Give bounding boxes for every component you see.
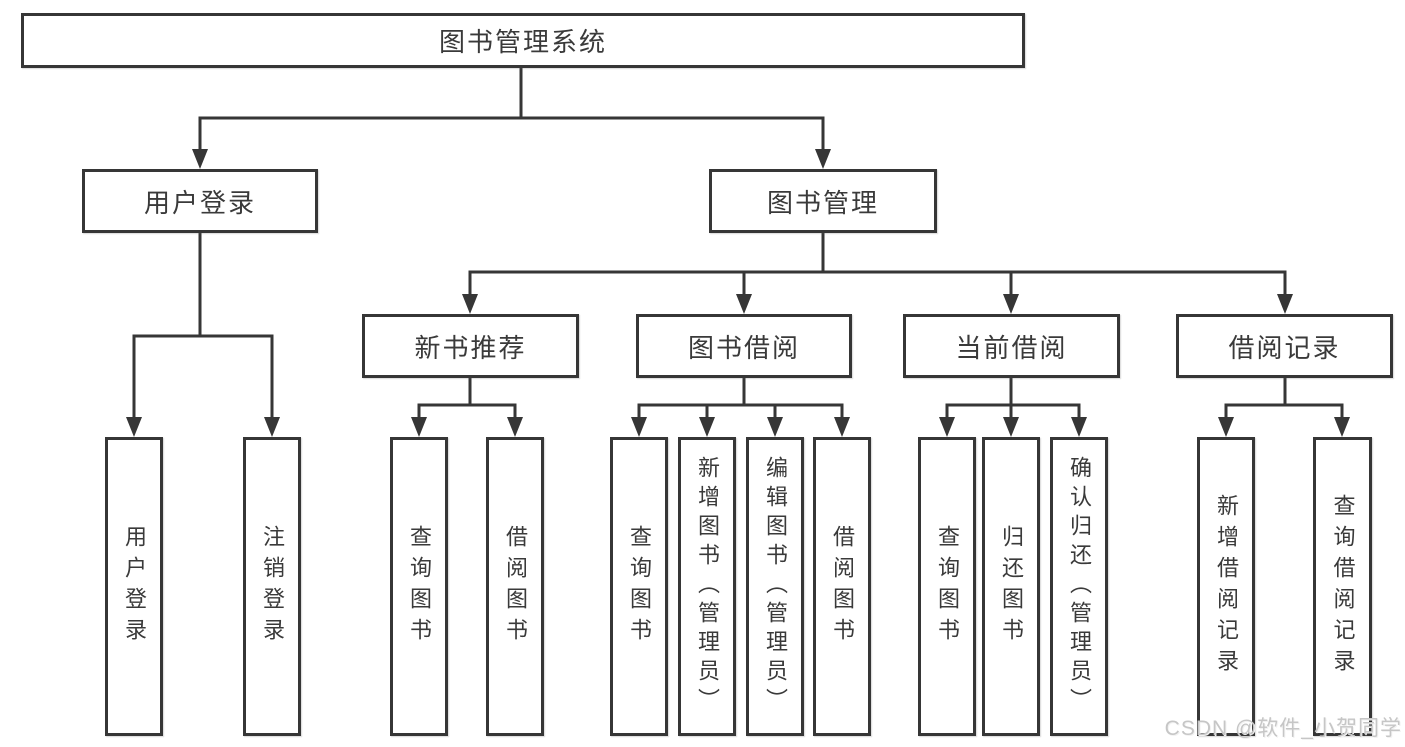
node-current-borrow: 当前借阅 xyxy=(903,314,1120,378)
leaf-confirm-return-admin: 确认归还（管理员） xyxy=(1050,437,1108,736)
leaf-borrow-books-borrow: 借阅图书 xyxy=(813,437,871,736)
node-new-book-recommend: 新书推荐 xyxy=(362,314,579,378)
leaf-query-books-borrow: 查询图书 xyxy=(610,437,668,736)
leaf-add-book-admin: 新增图书（管理员） xyxy=(678,437,736,736)
node-library-system: 图书管理系统 xyxy=(21,13,1025,68)
node-book-management: 图书管理 xyxy=(709,169,937,233)
leaf-user-login: 用户登录 xyxy=(105,437,163,736)
leaf-borrow-books-recommend: 借阅图书 xyxy=(486,437,544,736)
leaf-return-books: 归还图书 xyxy=(982,437,1040,736)
node-borrow-records: 借阅记录 xyxy=(1176,314,1393,378)
leaf-query-books-recommend: 查询图书 xyxy=(390,437,448,736)
leaf-add-borrow-record: 新增借阅记录 xyxy=(1197,437,1255,736)
leaf-query-books-current: 查询图书 xyxy=(918,437,976,736)
node-user-login: 用户登录 xyxy=(82,169,318,233)
node-book-borrow: 图书借阅 xyxy=(636,314,852,378)
leaf-logout: 注销登录 xyxy=(243,437,301,736)
csdn-watermark: CSDN @软件_小贺同学 xyxy=(1164,717,1402,740)
leaf-query-borrow-record: 查询借阅记录 xyxy=(1313,437,1372,736)
leaf-edit-book-admin: 编辑图书（管理员） xyxy=(746,437,804,736)
